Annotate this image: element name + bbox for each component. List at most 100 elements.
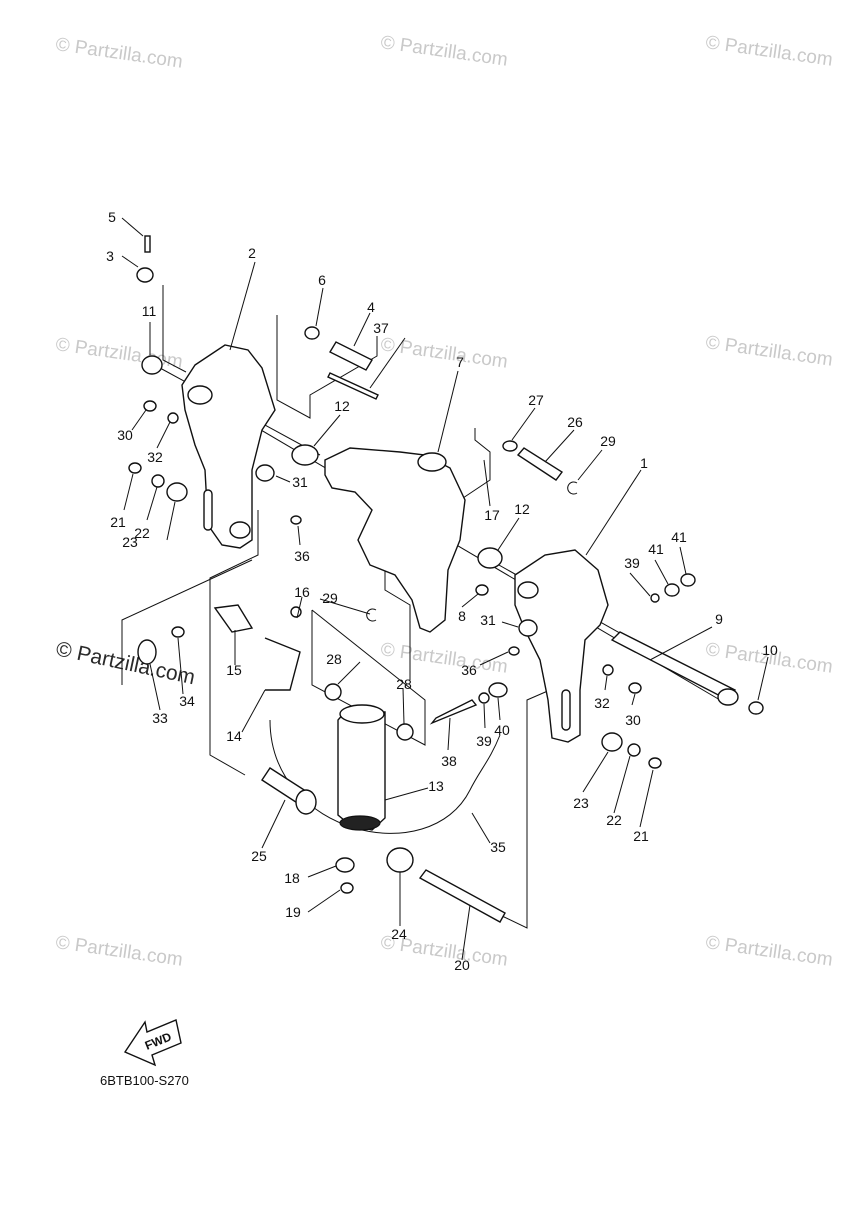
plate-15: [213, 604, 254, 633]
washer-22-lower: [627, 743, 641, 757]
watermark: © Partzilla.com: [379, 334, 509, 373]
watermark: © Partzilla.com: [54, 334, 184, 373]
bolt-8: [475, 584, 489, 596]
bushing-6: [304, 326, 320, 340]
frame-upper-left: [162, 285, 187, 373]
watermark: © Partzilla.com: [704, 932, 834, 971]
washer-36-lower: [508, 646, 520, 656]
pin-26: [516, 447, 564, 481]
callout-17: 17: [484, 507, 500, 523]
bracket-slot-right: [561, 689, 571, 731]
washer-32-lower: [602, 664, 614, 676]
callout-8: 8: [458, 608, 466, 624]
callout-24: 24: [391, 926, 407, 942]
nut-11: [141, 355, 163, 375]
watermark: © Partzilla.com: [54, 34, 184, 73]
frame-swivel-pin: [459, 428, 491, 501]
callout-21: 21: [110, 514, 126, 530]
callout-7: 7: [456, 354, 464, 370]
callout-33: 33: [152, 710, 168, 726]
bracket-boss: [187, 385, 213, 405]
frame-left-outer: [121, 559, 253, 685]
fwd-arrow-shape: [123, 1019, 182, 1067]
bushing-3: [136, 267, 154, 283]
bushing-12-lower: [477, 547, 503, 569]
frame-left-lower: [209, 510, 259, 776]
callout-29: 29: [322, 590, 338, 606]
callout-13: 13: [428, 778, 444, 794]
callout-15: 15: [226, 662, 242, 678]
bushing-31-lower: [518, 619, 538, 637]
callout-39: 39: [624, 555, 640, 571]
callout-10: 10: [762, 642, 778, 658]
callout-36: 36: [294, 548, 310, 564]
watermark: © Partzilla.com: [54, 932, 184, 971]
fwd-arrow-icon: FWD: [123, 1019, 182, 1067]
rod-20: [418, 869, 506, 923]
callout-4: 4: [367, 299, 375, 315]
callout-12: 12: [514, 501, 530, 517]
callout-31: 31: [292, 474, 308, 490]
bushing-24: [386, 847, 414, 873]
callout-19: 19: [285, 904, 301, 920]
nut-41-b: [680, 573, 696, 587]
bushing-31-upper: [255, 464, 275, 482]
screw-16: [290, 606, 302, 618]
callout-35: 35: [490, 839, 506, 855]
bolt-19: [340, 882, 354, 894]
callout-32: 32: [147, 449, 163, 465]
callout-31: 31: [480, 612, 496, 628]
watermark: © Partzilla.com: [704, 332, 834, 371]
roller-25-end: [295, 789, 317, 815]
callout-40: 40: [494, 722, 510, 738]
washer-22-upper: [151, 474, 165, 488]
callout-22: 22: [606, 812, 622, 828]
callout-20: 20: [454, 957, 470, 973]
parts-layer: FWD 6BTB100-S270: [100, 235, 764, 1088]
callout-22: 22: [134, 525, 150, 541]
bolt-21-lower: [648, 757, 662, 769]
callout-2: 2: [248, 245, 256, 261]
callout-26: 26: [567, 414, 583, 430]
damper-cylinder-top: [339, 704, 385, 724]
callout-18: 18: [284, 870, 300, 886]
bushing-23-lower: [601, 732, 623, 752]
callout-12: 12: [334, 398, 350, 414]
clamp-bracket-right: [514, 549, 609, 743]
callout-32: 32: [594, 695, 610, 711]
callout-21: 21: [633, 828, 649, 844]
clip-29-lower: [366, 608, 377, 622]
watermark: © Partzilla.com: [379, 32, 509, 71]
bolt-38: [429, 699, 478, 725]
callout-23: 23: [573, 795, 589, 811]
callout-5: 5: [108, 209, 116, 225]
washer-39-lower: [478, 692, 490, 704]
washer-36-upper: [290, 515, 302, 525]
bushing-28-b: [396, 723, 414, 741]
rod-37: [327, 372, 379, 400]
nut-41-a: [664, 583, 680, 597]
washer-39-right: [650, 593, 660, 603]
watermark-prominent: © Partzilla.com: [54, 637, 197, 689]
cap-18: [335, 857, 355, 873]
frame-center-stack: [311, 609, 426, 746]
bolt-21-upper: [128, 462, 142, 474]
washer-40: [488, 682, 508, 698]
frame-right-lower: [499, 689, 551, 929]
bracket-boss-right: [517, 581, 539, 599]
bolt-34: [171, 626, 185, 638]
bolt-10: [748, 701, 764, 715]
bolt-30-upper: [143, 400, 157, 412]
bushing-12-upper: [291, 444, 319, 466]
washer-27: [502, 440, 518, 452]
clamp-bracket-left: [181, 344, 276, 549]
callout-41: 41: [648, 541, 664, 557]
washer-32-upper: [167, 412, 179, 424]
callout-28: 28: [326, 651, 342, 667]
bracket-slot: [203, 489, 213, 531]
clip-29-upper: [567, 481, 578, 495]
callout-25: 25: [251, 848, 267, 864]
bushing-23-upper: [166, 482, 188, 502]
